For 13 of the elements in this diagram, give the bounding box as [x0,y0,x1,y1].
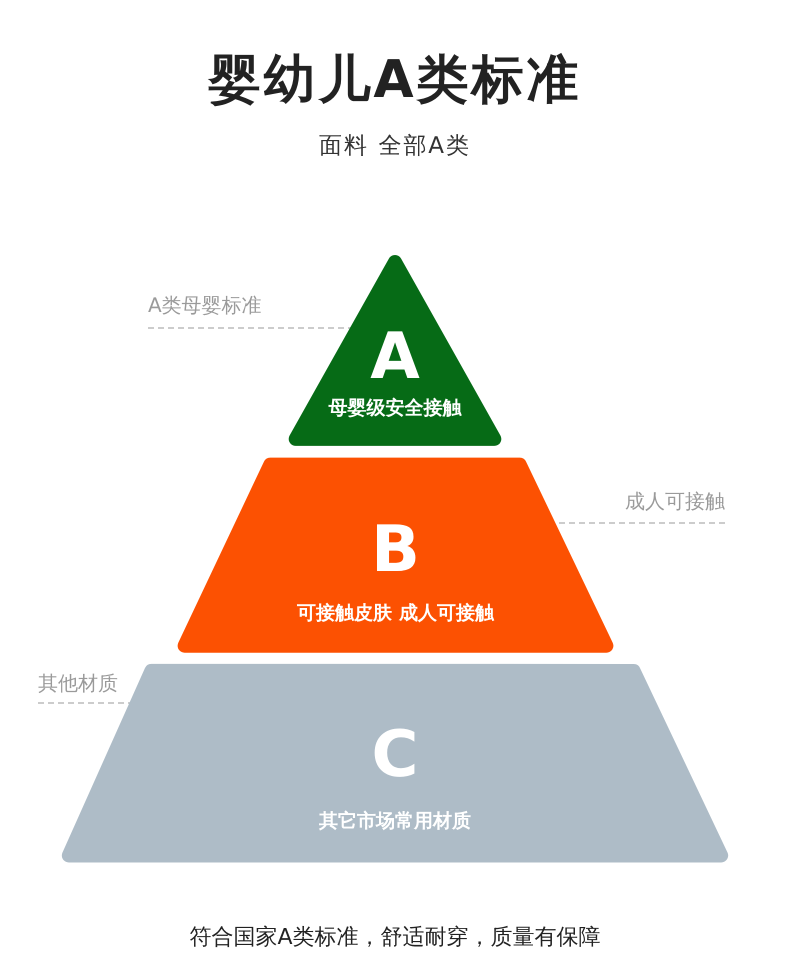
title: 婴幼儿A类标准 [207,49,583,112]
caption: 符合国家A类标准，舒适耐穿，质量有保障 [188,924,602,952]
subtitle: 面料 全部A类 [318,132,472,161]
side-label: 其他材质 [38,671,118,695]
side-label: A类母婴标准 [148,293,262,317]
tier-caption: 其它市场常用材质 [318,809,472,834]
side-label: 成人可接触 [625,489,725,513]
tier-letter: C [370,723,420,787]
tier-caption: 可接触皮肤 成人可接触 [296,601,496,626]
tier-caption: 母婴级安全接触 [328,396,463,421]
tier-letter: B [370,518,421,582]
tier-letter: A [369,325,421,389]
leader-line [38,702,130,704]
